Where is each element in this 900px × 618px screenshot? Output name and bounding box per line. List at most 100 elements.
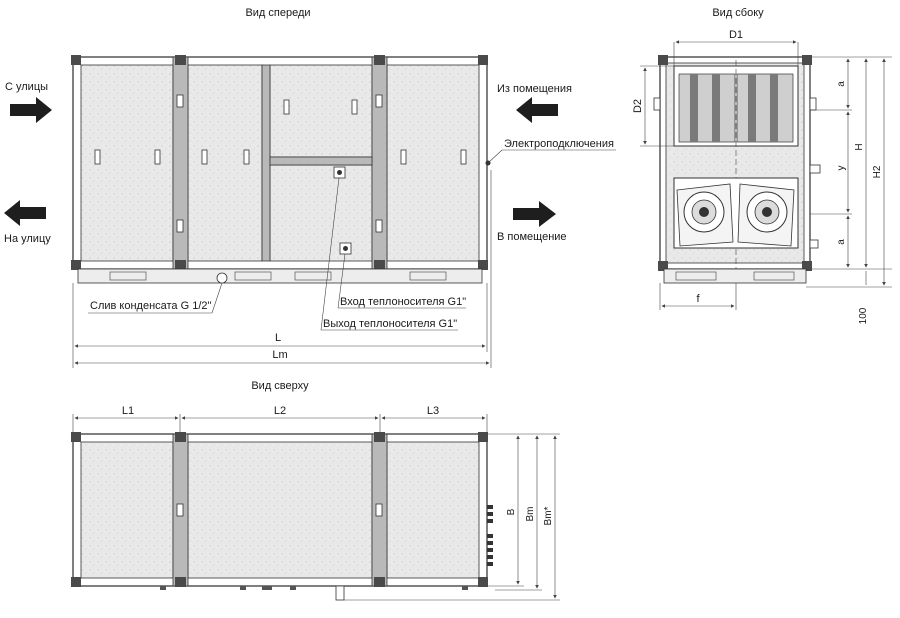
side-corner — [658, 55, 668, 65]
foot — [240, 586, 246, 590]
cable-gland — [487, 534, 493, 538]
top-corner — [71, 577, 81, 587]
hinge — [176, 94, 184, 108]
electrical-leader — [487, 149, 503, 164]
label-electrical: Электроподключения — [504, 138, 614, 150]
top-corner — [478, 432, 488, 442]
label-a-bottom: a — [836, 239, 847, 245]
cable-gland — [487, 541, 493, 545]
front-base-frame — [77, 268, 483, 284]
top-corner — [478, 577, 488, 587]
hinge — [375, 503, 383, 517]
top-panel-2 — [187, 441, 373, 579]
top-corner — [374, 577, 385, 587]
top-view-title: Вид сверху — [251, 380, 309, 392]
arrow-from-room-icon — [516, 97, 558, 123]
exchanger-fin — [748, 74, 756, 142]
label-y: y — [836, 166, 847, 171]
label-D2: D2 — [632, 99, 644, 113]
condensate-drain — [216, 272, 228, 284]
front-corner — [374, 55, 385, 65]
label-L2: L2 — [274, 405, 286, 417]
side-connector — [809, 239, 819, 249]
foot — [160, 586, 166, 590]
side-connector — [653, 97, 661, 111]
label-base-height: 100 — [858, 307, 869, 324]
base-slot — [294, 271, 332, 281]
side-connector — [809, 97, 817, 111]
front-corner — [175, 55, 186, 65]
label-L1: L1 — [122, 405, 134, 417]
door-handle — [154, 149, 161, 165]
front-view-title: Вид спереди — [245, 7, 310, 19]
foot — [462, 586, 468, 590]
label-coolant-in: Вход теплоносителя G1" — [340, 296, 466, 308]
front-crossbar — [269, 156, 373, 166]
cable-gland — [487, 555, 493, 559]
label-condensate: Слив конденсата G 1/2" — [90, 300, 212, 312]
label-coolant-out: Выход теплоносителя G1" — [323, 318, 457, 330]
label-L: L — [275, 332, 281, 344]
hinge — [176, 503, 184, 517]
base-slot — [675, 271, 717, 281]
front-corner — [71, 260, 81, 270]
top-corner — [175, 577, 186, 587]
top-corner — [71, 432, 81, 442]
side-corner — [802, 261, 812, 271]
side-view: Вид сбоку — [632, 7, 892, 324]
side-view-title: Вид сбоку — [712, 7, 764, 19]
front-post-3 — [371, 56, 388, 270]
label-Lm: Lm — [272, 349, 287, 361]
top-view: Вид сверху — [71, 380, 560, 601]
front-corner — [374, 260, 385, 270]
arrow-to-room-icon — [513, 201, 556, 227]
arrow-from-street-icon — [10, 97, 52, 123]
base-slot — [109, 271, 147, 281]
label-D1: D1 — [729, 29, 743, 41]
door-handle — [400, 149, 407, 165]
coolant-in-leader — [337, 253, 346, 309]
side-corner — [802, 55, 812, 65]
exchanger-fin — [690, 74, 698, 142]
label-L3: L3 — [427, 405, 439, 417]
foot — [290, 586, 296, 590]
exchanger-right — [736, 73, 794, 143]
condensate-leader — [211, 282, 223, 314]
foot — [262, 586, 272, 590]
base-slot — [234, 271, 272, 281]
label-H: H — [854, 143, 865, 150]
cable-gland — [487, 505, 493, 509]
exchanger-fin — [712, 74, 720, 142]
label-from-street: С улицы — [5, 81, 48, 93]
front-corner — [175, 260, 186, 270]
base-slot — [409, 271, 447, 281]
side-connector — [809, 164, 821, 174]
label-Bm-star: Bm* — [543, 506, 554, 525]
front-post-1 — [172, 56, 189, 270]
coolant-inlet-port — [343, 246, 348, 251]
hinge — [375, 219, 383, 233]
top-panel-3 — [386, 441, 480, 579]
door-handle — [94, 149, 101, 165]
top-corner — [175, 432, 186, 442]
label-a-top: a — [836, 81, 847, 87]
coolant-pipe — [335, 585, 345, 601]
label-to-street: На улицу — [4, 233, 51, 245]
door-handle — [460, 149, 467, 165]
side-corner — [658, 261, 668, 271]
hinge — [176, 219, 184, 233]
front-panel-2 — [187, 64, 263, 262]
front-panel-3-lower — [269, 164, 373, 262]
cable-gland — [487, 519, 493, 523]
label-Bm: Bm — [525, 507, 536, 522]
front-corner — [478, 55, 488, 65]
fan-right — [737, 183, 795, 247]
base-slot — [753, 271, 795, 281]
hinge — [375, 94, 383, 108]
top-corner — [374, 432, 385, 442]
door-handle — [243, 149, 250, 165]
top-outer-frame — [72, 433, 488, 587]
label-from-room: Из помещения — [497, 83, 572, 95]
cable-gland — [487, 562, 493, 566]
